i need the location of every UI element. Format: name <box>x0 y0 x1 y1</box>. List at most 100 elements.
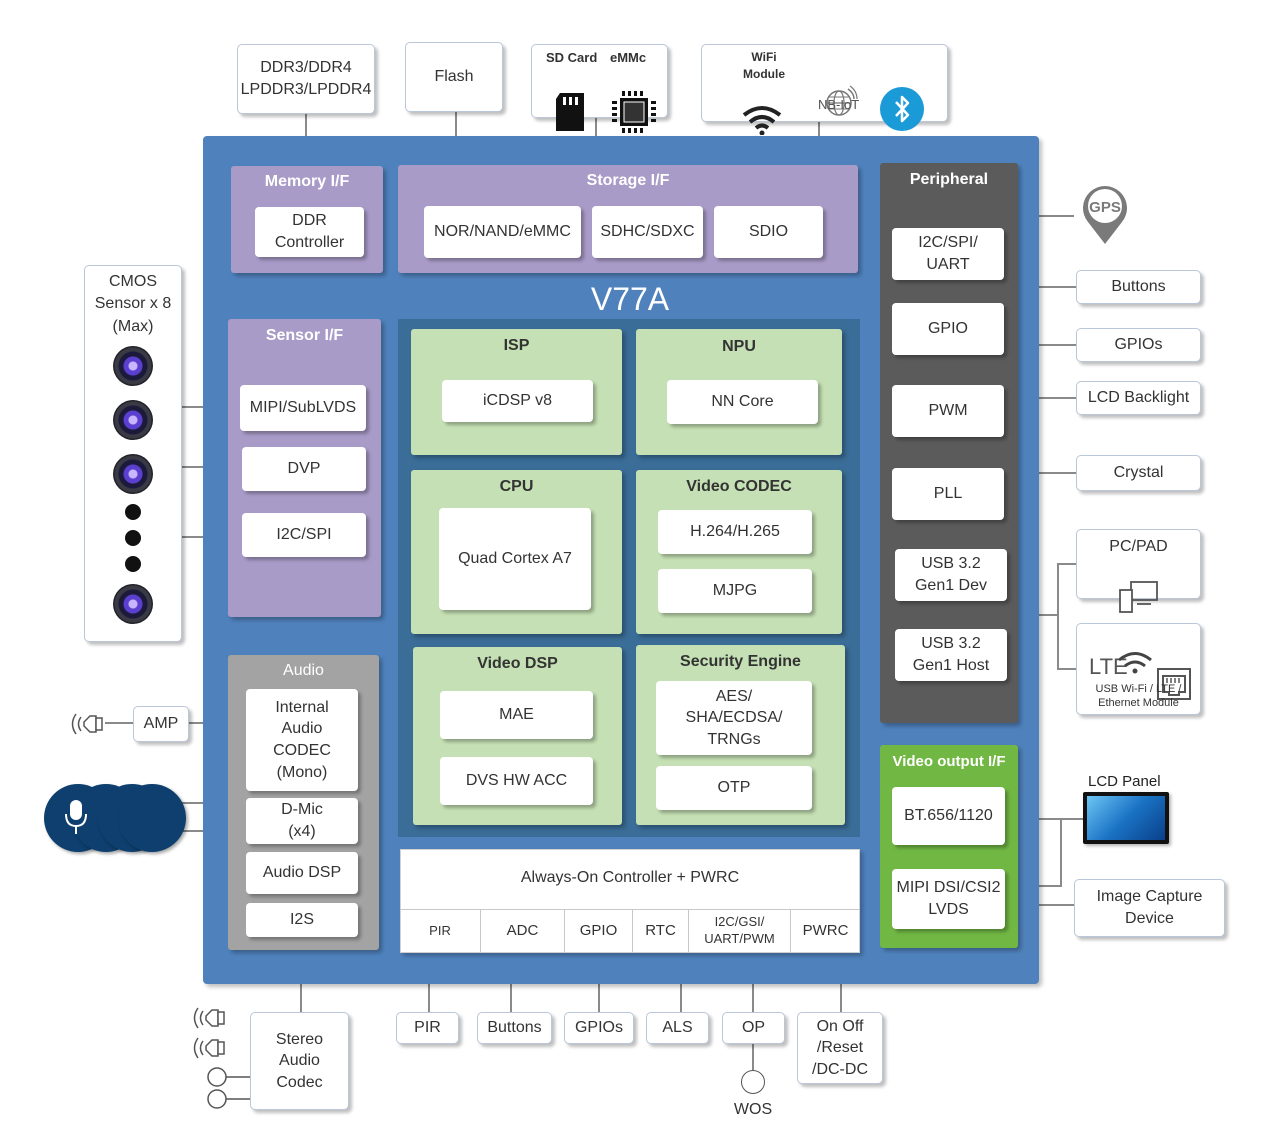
gps-pin-icon: GPS <box>1078 184 1132 251</box>
audio-item-label: Internal Audio CODEC (Mono) <box>273 698 331 781</box>
cmos-sensor-box: CMOS Sensor x 8 (Max) <box>84 265 182 642</box>
periph-item-label: USB 3.2 Gen1 Dev <box>914 555 988 594</box>
speaker-icon <box>68 710 108 743</box>
audio-item-audio-dsp: Audio DSP <box>246 852 358 894</box>
ddr-controller-label: DDR Controller <box>274 212 345 251</box>
flash-box: Flash <box>405 42 503 112</box>
bluetooth-icon <box>880 65 924 137</box>
ellipsis-dot <box>125 504 141 520</box>
quad-cortex-label: Quad Cortex A7 <box>458 550 572 568</box>
video-codec-panel: Video CODEC H.264/H.265 MJPG <box>636 470 842 634</box>
codec-item-label: H.264/H.265 <box>690 523 780 541</box>
periph-item-i2c-spi-uart: I2C/SPI/ UART <box>892 228 1004 280</box>
dsp-item-label: DVS HW ACC <box>465 772 568 790</box>
wire-vout-3 <box>1020 904 1076 906</box>
onoff-box: On Off /Reset /DC-DC <box>797 1012 883 1084</box>
sensor-item-label: DVP <box>287 460 321 478</box>
image-capture-label: Image Capture Device <box>1096 888 1203 927</box>
storage-if-panel: Storage I/F NOR/NAND/eMMC SDHC/SDXC SDIO <box>398 165 858 273</box>
microphone-icon <box>62 798 90 841</box>
vout-item-bt656: BT.656/1120 <box>892 787 1005 845</box>
wifi-icon <box>742 83 782 141</box>
sensor-item-mipi-sublvds: MIPI/SubLVDS <box>240 385 366 431</box>
flash-label: Flash <box>434 68 474 86</box>
wire-gpios-r <box>1018 344 1076 346</box>
gpios-right-label: GPIOs <box>1114 336 1163 354</box>
ddr-memory-label: DDR3/DDR4 LPDDR3/LPDDR4 <box>240 59 372 98</box>
pir-bottom-label: PIR <box>414 1019 441 1037</box>
ao-cell-pwrc: PWRC <box>790 909 860 953</box>
storage-item-sdhc-sdxc: SDHC/SDXC <box>592 206 703 258</box>
pir-bottom-box: PIR <box>396 1012 459 1044</box>
sd-emmc-box: SD Card eMMc <box>531 44 668 133</box>
cpu-panel: CPU Quad Cortex A7 <box>411 470 622 634</box>
buttons-right-box: Buttons <box>1076 270 1201 304</box>
storage-item-label: SDIO <box>748 223 789 241</box>
periph-item-label: PLL <box>933 485 963 503</box>
video-dsp-panel: Video DSP MAE DVS HW ACC <box>413 647 622 825</box>
camera-lens-icon <box>113 584 153 624</box>
chip-name: V77A <box>590 281 670 317</box>
storage-item-label: NOR/NAND/eMMC <box>434 223 571 241</box>
ao-cell-adc: ADC <box>480 909 564 953</box>
codec-item-h264-h265: H.264/H.265 <box>658 510 812 554</box>
periph-item-label: GPIO <box>927 320 968 338</box>
usb-module-label: USB Wi-Fi / LTE / Ethernet Module <box>1095 683 1182 710</box>
sensor-item-i2c-spi: I2C/SPI <box>242 513 366 557</box>
sensor-item-label: MIPI/SubLVDS <box>249 399 357 417</box>
audio-panel: Audio Internal Audio CODEC (Mono) D-Mic … <box>228 655 379 950</box>
wire-vout-2 <box>1020 885 1062 887</box>
periph-item-gpio: GPIO <box>892 303 1004 355</box>
cmos-sensor-label: CMOS Sensor x 8 (Max) <box>94 273 172 335</box>
wire-usb-trunk-v <box>1057 563 1059 669</box>
codec-item-mjpg: MJPG <box>658 569 812 613</box>
wire-gps <box>1018 215 1074 217</box>
periph-item-usb-dev: USB 3.2 Gen1 Dev <box>895 549 1007 601</box>
dsp-item-label: MAE <box>499 706 534 724</box>
vout-item-mipi-dsi: MIPI DSI/CSI2 LVDS <box>892 869 1005 929</box>
sensor-item-dvp: DVP <box>242 447 366 491</box>
npu-panel: NPU NN Core <box>636 329 842 455</box>
camera-lens-icon <box>113 400 153 440</box>
sd-card-icon <box>556 71 588 137</box>
vout-item-label: BT.656/1120 <box>904 807 993 825</box>
security-item-otp: OTP <box>656 766 812 810</box>
wifi-module-label: WiFi Module <box>743 50 785 81</box>
periph-item-pwm: PWM <box>892 385 1004 437</box>
vout-item-label: MIPI DSI/CSI2 LVDS <box>896 879 1001 918</box>
sd-card-label: SD Card <box>546 50 598 65</box>
storage-if-title: Storage I/F <box>586 172 670 189</box>
lcd-screen <box>1087 796 1165 840</box>
wire-pcpad <box>1057 563 1076 565</box>
sensor-item-label: I2C/SPI <box>276 526 332 544</box>
camera-lens-icon <box>113 454 153 494</box>
lcd-backlight-box: LCD Backlight <box>1076 381 1201 415</box>
periph-item-pll: PLL <box>892 468 1004 520</box>
audio-item-label: D-Mic (x4) <box>281 801 323 840</box>
audio-item-label: Audio DSP <box>262 864 342 882</box>
ethernet-port-icon <box>1157 646 1191 706</box>
lcd-panel-label: LCD Panel <box>1088 773 1161 790</box>
camera-lens-icon <box>113 346 153 386</box>
buttons-bottom-label: Buttons <box>487 1019 542 1037</box>
audio-jack-icon <box>206 1088 250 1115</box>
wire-wos <box>752 1044 754 1072</box>
sensor-if-title: Sensor I/F <box>265 327 344 344</box>
sensor-if-panel: Sensor I/F MIPI/SubLVDS DVP I2C/SPI <box>228 319 381 617</box>
security-item-label: OTP <box>717 779 751 797</box>
gpios-right-box: GPIOs <box>1076 328 1201 362</box>
ao-cell-i2c-gsi: I2C/GSI/ UART/PWM <box>688 909 790 953</box>
audio-item-label: I2S <box>289 911 314 929</box>
crystal-box: Crystal <box>1076 455 1201 491</box>
video-dsp-title: Video DSP <box>477 655 558 672</box>
wos-node <box>741 1070 765 1094</box>
ao-cell-pir: PIR <box>429 922 451 938</box>
memory-if-title: Memory I/F <box>264 173 350 190</box>
ddr-controller-box: DDR Controller <box>255 207 364 257</box>
video-output-title: Video output I/F <box>892 753 1006 770</box>
speaker-icon <box>190 1034 230 1067</box>
op-box: OP <box>722 1012 785 1044</box>
audio-item-internal-codec: Internal Audio CODEC (Mono) <box>246 689 358 791</box>
ddr-memory-box: DDR3/DDR4 LPDDR3/LPDDR4 <box>237 44 375 114</box>
codec-item-label: MJPG <box>712 582 758 600</box>
